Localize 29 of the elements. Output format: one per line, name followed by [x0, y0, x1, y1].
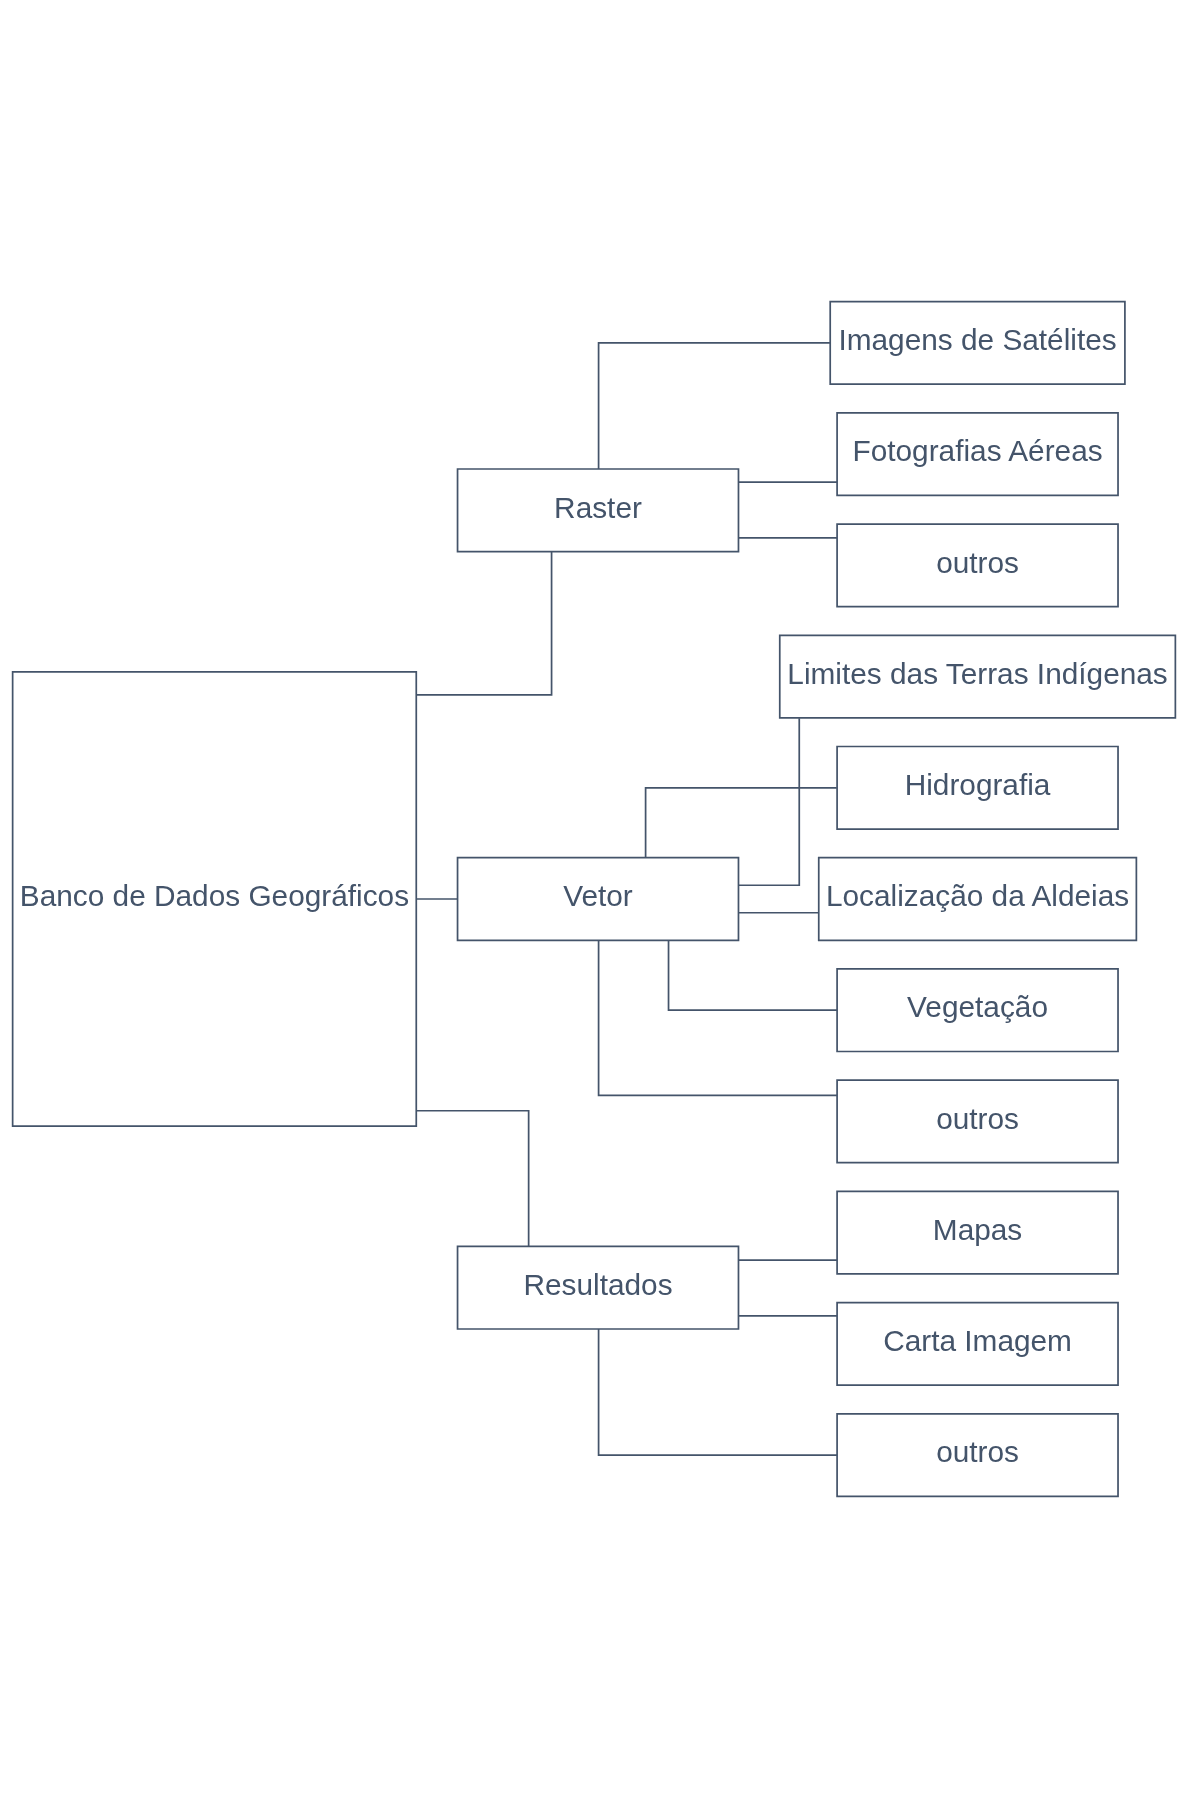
node-box: Resultados: [456, 1245, 740, 1330]
connector: [738, 716, 801, 886]
connector: [737, 1258, 838, 1261]
node-box: Banco de Dados Geográficos: [11, 670, 418, 1127]
node-box: Hidrografia: [836, 745, 1119, 830]
connector: [644, 786, 838, 858]
node-box: outros: [836, 522, 1119, 607]
node-box: Vetor: [456, 856, 740, 941]
node-box: Localização da Aldeias: [817, 856, 1138, 941]
node-box: Fotografias Aéreas: [836, 411, 1119, 496]
node-box: Mapas: [836, 1190, 1119, 1275]
connector: [737, 911, 820, 914]
connector: [415, 1109, 530, 1247]
connector: [415, 897, 459, 900]
connector: [737, 480, 838, 483]
connector: [737, 1314, 838, 1317]
connector: [737, 536, 838, 539]
node-box: Raster: [456, 467, 740, 552]
connector: [597, 939, 838, 1096]
node-box: Carta Imagem: [836, 1301, 1119, 1386]
connector: [667, 939, 838, 1011]
node-box: outros: [836, 1412, 1119, 1497]
node-box: Vegetação: [836, 967, 1119, 1052]
connector: [597, 1327, 838, 1456]
node-box: outros: [836, 1078, 1119, 1164]
connector: [597, 341, 831, 470]
connector: [415, 550, 553, 696]
node-box: Limites das Terras Indígenas: [778, 633, 1177, 719]
node-box: Imagens de Satélites: [829, 300, 1126, 385]
